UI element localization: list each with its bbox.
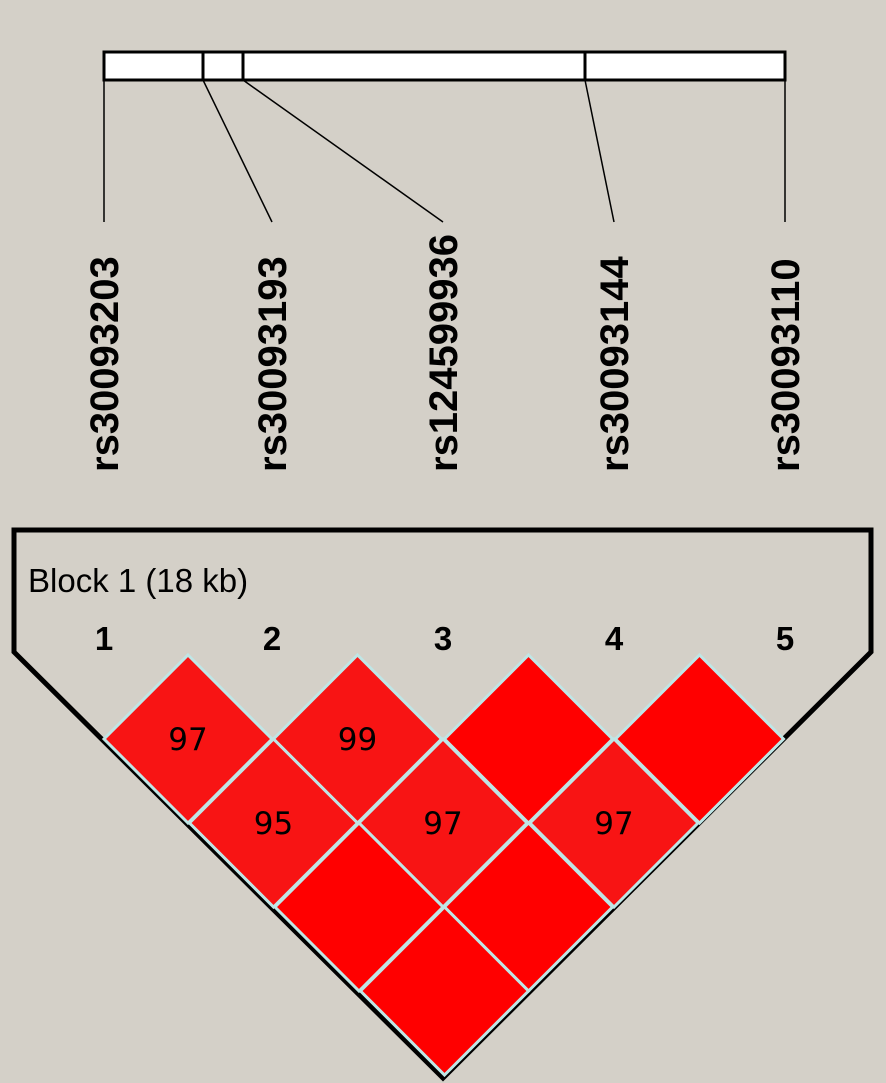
snp-name: rs30093110	[764, 258, 808, 472]
ld-value: 95	[254, 806, 293, 842]
snp-connector-line	[584, 79, 615, 223]
snp-connectors	[102, 52, 787, 223]
snp-indices: 1 2 3 4 5	[95, 620, 794, 657]
snp-name: rs124599936	[422, 234, 466, 472]
block-outline-group: Block 1 (18 kb)	[11, 527, 874, 1082]
ld-value: 99	[338, 722, 377, 758]
block-label: Block 1 (18 kb)	[28, 562, 248, 599]
snp-connector-line	[202, 79, 273, 223]
ld-value: 97	[423, 806, 462, 842]
ld-cells: 97 99 95 97 97	[101, 652, 786, 1078]
snp-name: rs30093203	[83, 256, 127, 472]
snp-index: 2	[263, 620, 281, 657]
ld-cell	[358, 904, 531, 1078]
snp-connector-line	[242, 79, 444, 223]
snp-name: rs30093144	[593, 255, 637, 472]
snp-name: rs30093193	[251, 256, 295, 472]
ld-value: 97	[594, 806, 633, 842]
snp-index: 1	[95, 620, 113, 657]
gene-map	[102, 50, 787, 82]
snp-index: 4	[605, 620, 624, 657]
snp-names: rs30093203 rs30093193 rs124599936 rs3009314…	[83, 234, 808, 472]
gene-map-bar	[102, 50, 787, 82]
snp-index: 5	[776, 620, 794, 657]
snp-index: 3	[434, 620, 452, 657]
ld-value: 97	[168, 722, 207, 758]
